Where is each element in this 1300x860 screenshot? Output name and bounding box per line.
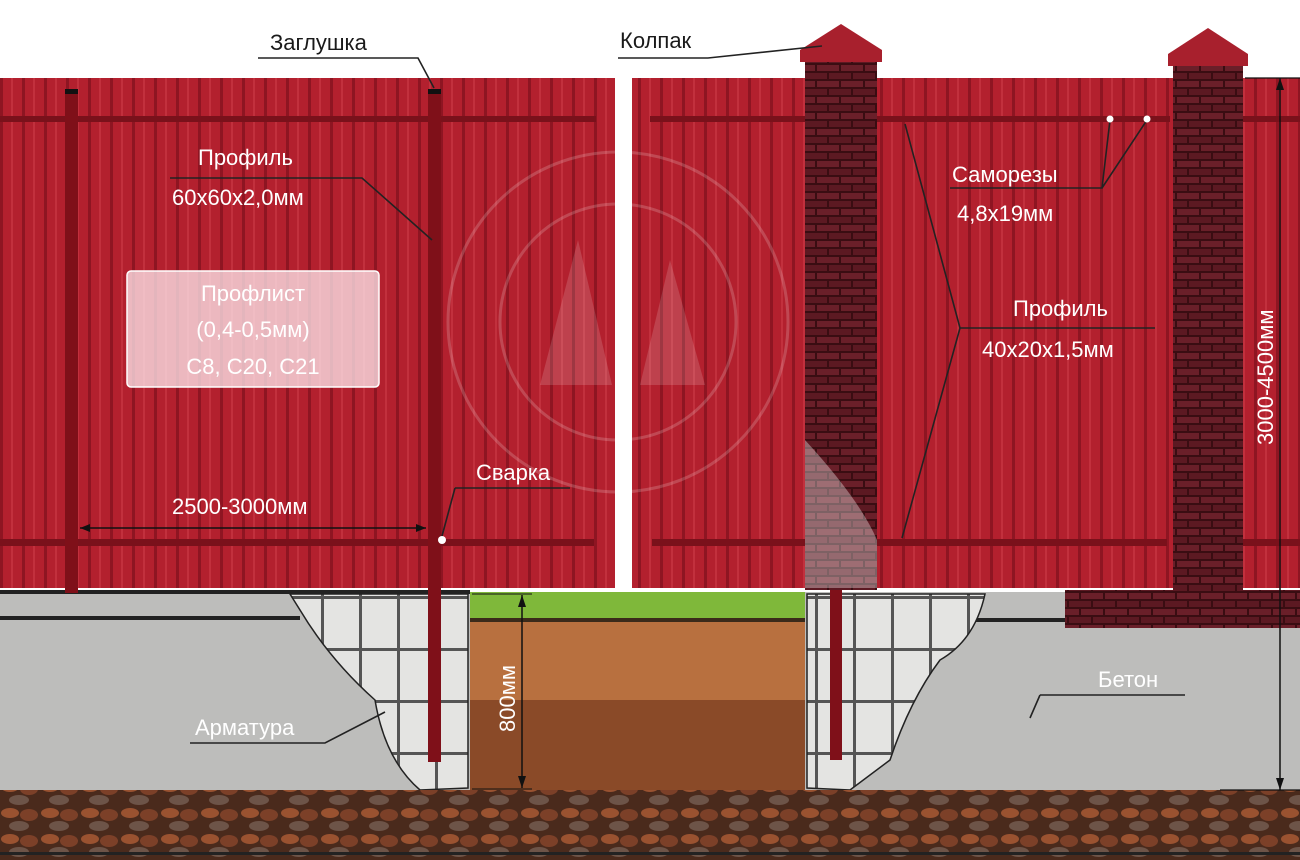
label-sheet-thickness: (0,4-0,5мм) [196,317,309,342]
metal-post-2 [428,90,441,762]
top-rail-right [650,116,1170,122]
height-dimension [1220,77,1300,791]
pillar-cap-1 [800,24,882,62]
label-profile-main-size: 60x60x2,0мм [172,185,304,210]
pillar-core-post [830,590,842,760]
pillar-cap-2 [1168,28,1248,66]
label-depth: 800мм [495,665,520,732]
brick-pillar-2 [1173,66,1243,590]
label-sheet-types: С8, С20, С21 [186,354,319,379]
label-span: 2500-3000мм [172,494,307,519]
span-dimension [80,524,426,532]
top-rail-left [0,116,596,122]
label-screws: Саморезы [952,162,1058,187]
watermark-logo [446,150,790,494]
post-cap-plug [428,89,441,94]
grass [470,592,805,618]
label-profile-rail: Профиль [1013,296,1108,321]
label-cap-plug: Заглушка [270,30,368,55]
sheet-info-box [126,270,380,388]
depth-dimension [472,593,532,790]
label-welding: Сварка [476,460,551,485]
label-profile-rail-size: 40x20x1,5мм [982,337,1114,362]
bottom-rail-left [0,539,594,546]
label-profile-main: Профиль [198,145,293,170]
label-pillar-cap: Колпак [620,28,692,53]
label-height: 3000-4500мм [1253,310,1278,445]
label-sheet-title: Профлист [201,281,305,306]
bottom-rail-right [652,539,1167,546]
brick-plinth [1065,590,1300,628]
label-concrete: Бетон [1098,667,1158,692]
rebar-cage-right [806,593,986,791]
label-rebar: Арматура [195,715,295,740]
metal-post-1 [65,90,78,593]
gravel-layer [0,790,1300,860]
rebar-cage-left [288,593,469,791]
label-screws-size: 4,8x19мм [957,201,1053,226]
brick-pillar-1 [805,62,877,590]
